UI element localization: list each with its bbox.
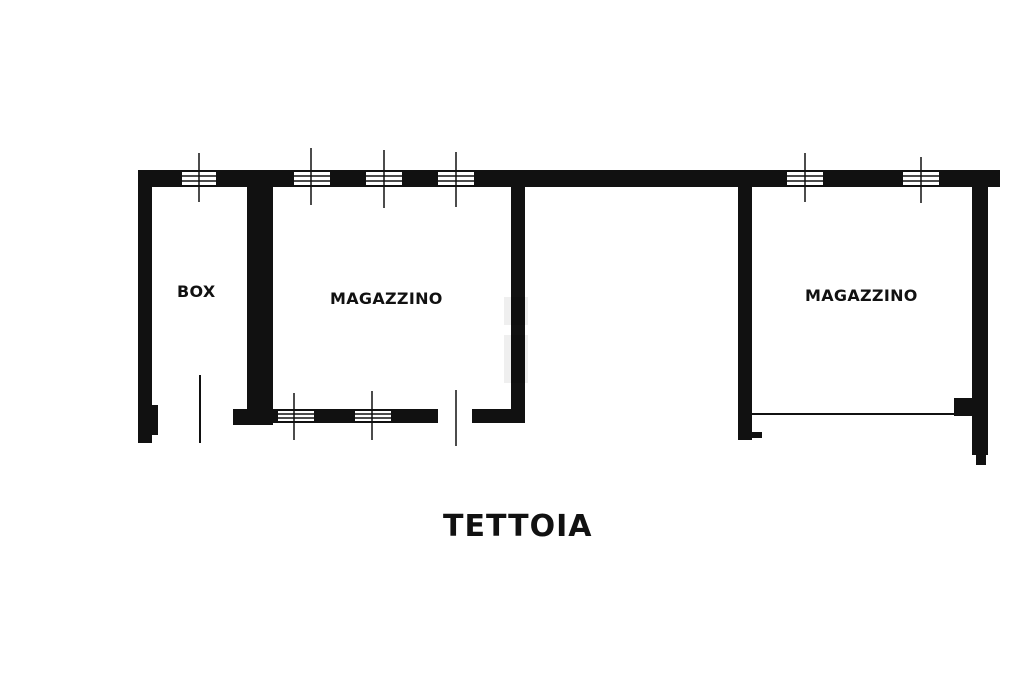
window-mag1-top-3 bbox=[438, 152, 474, 207]
window-mag1-top-2 bbox=[366, 150, 402, 208]
wall-top bbox=[140, 170, 1000, 187]
window-mag1-bottom-1 bbox=[278, 393, 314, 440]
room-label-box: BOX bbox=[177, 282, 216, 301]
window-mag1-top-1 bbox=[294, 148, 330, 205]
wall-mag1-bottom-right bbox=[472, 409, 525, 423]
wall-mag1-right bbox=[511, 185, 525, 423]
watermark-logo bbox=[500, 295, 532, 385]
wall-left-jamb bbox=[150, 405, 158, 435]
wall-mag2-left-jamb bbox=[738, 432, 762, 438]
wall-right-outer bbox=[972, 170, 988, 455]
wall-mag2-left bbox=[738, 185, 752, 440]
window-mag2-top-1 bbox=[787, 153, 823, 202]
area-label-tettoia: TETTOIA bbox=[443, 509, 593, 544]
wall-left-outer bbox=[138, 170, 152, 443]
window-mag2-top-2 bbox=[903, 157, 939, 203]
room-label-magazzino-right: MAGAZZINO bbox=[805, 286, 918, 305]
wall-box-divider bbox=[247, 185, 273, 420]
wall-box-divider-foot bbox=[233, 409, 273, 425]
room-label-magazzino-left: MAGAZZINO bbox=[330, 289, 443, 308]
wall-right-stub bbox=[954, 398, 974, 416]
wall-top-cap-right bbox=[985, 170, 1000, 176]
window-box-top bbox=[182, 153, 216, 202]
window-mag1-bottom-2 bbox=[355, 391, 391, 440]
wall-right-foot bbox=[976, 445, 986, 465]
